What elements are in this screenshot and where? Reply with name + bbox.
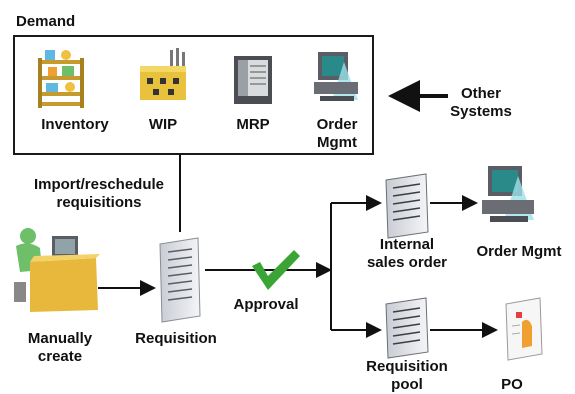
manually-create-label: Manually create	[27, 330, 93, 365]
order-mgmt-demand-label: Order Mgmt	[316, 116, 358, 151]
inventory-shelves-icon	[38, 50, 84, 108]
order-mgmt-computer-icon	[314, 52, 358, 101]
internal-sales-order-document-icon	[385, 173, 429, 239]
requisition-label: Requisition	[135, 330, 217, 347]
internal-sales-order-label: Internal sales order	[366, 236, 448, 271]
checkmark-icon	[252, 250, 300, 290]
order-mgmt-label: Order Mgmt	[476, 243, 562, 260]
wip-factory-icon	[140, 48, 186, 100]
mrp-panel-icon	[234, 56, 272, 104]
purchase-order-icon	[505, 297, 543, 361]
requisition-pool-document-icon	[385, 297, 429, 359]
approval-label: Approval	[233, 296, 299, 313]
person-at-desk-icon	[14, 228, 100, 312]
demand-title: Demand	[16, 13, 76, 30]
requisition-pool-label: Requisition pool	[366, 358, 448, 393]
demand-box	[13, 35, 374, 155]
requisition-document-icon	[159, 237, 201, 323]
other-systems-label: Other Systems	[450, 85, 512, 120]
mrp-label: MRP	[236, 116, 270, 133]
inventory-label: Inventory	[41, 116, 109, 133]
import-reschedule-label: Import/reschedule requisitions	[33, 176, 165, 211]
po-label: PO	[501, 376, 523, 393]
order-mgmt-computer-right-icon	[482, 166, 534, 222]
wip-label: WIP	[148, 116, 178, 133]
